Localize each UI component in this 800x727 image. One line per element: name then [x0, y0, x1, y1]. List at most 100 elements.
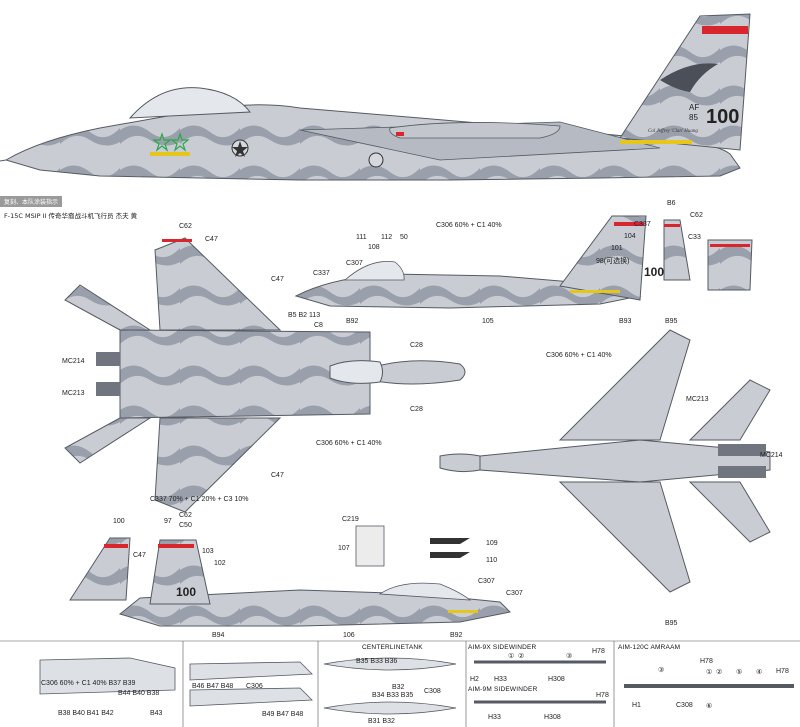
p4-h33-b: H33: [488, 714, 501, 721]
callout-mc214-right: MC214: [760, 452, 783, 459]
callout-108: 108: [368, 244, 380, 251]
callout-b92-a: B92: [346, 318, 359, 325]
callout-c33: C33: [688, 234, 701, 241]
callout-110: 110: [486, 557, 498, 564]
callout-c306-mix-a: C306 60% + C1 40%: [316, 440, 382, 447]
p5-c308: C308: [676, 702, 693, 709]
top-down-view: [64, 237, 466, 513]
callout-c306-mix-b: C306 60% + C1 40%: [436, 222, 502, 229]
callout-c62-b: C62: [179, 512, 192, 519]
callout-112: 112: [381, 234, 393, 241]
p4-h2: H2: [470, 676, 479, 683]
tail-year: 85: [689, 113, 698, 122]
p1-c306-line: C306 60% + C1 40% B37 B39: [41, 680, 136, 687]
p2-b46: B46 B47 B48: [192, 683, 234, 690]
p5-h1: H1: [632, 702, 641, 709]
callout-b6: B6: [667, 200, 676, 207]
p1-b-line2: B38 B40 B41 B42: [58, 710, 114, 717]
p4-h308-a: H308: [548, 676, 565, 683]
p2-c306: C306: [246, 683, 263, 690]
side-profile-lower: 100: [69, 537, 512, 627]
callout-100: 100: [113, 518, 125, 525]
callout-c28-a: C28: [410, 342, 423, 349]
callout-b95-b: B95: [665, 620, 678, 627]
callout-109: 109: [486, 540, 498, 547]
callout-c307-a: C307: [346, 260, 363, 267]
callout-98: 98(可选换): [596, 258, 630, 265]
callout-c8: C8: [314, 322, 323, 329]
callout-c47-a: C47: [205, 236, 218, 243]
section-header-strip: [0, 196, 62, 207]
callout-c62-c: C62: [690, 212, 703, 219]
p4-h33-a: H33: [494, 676, 507, 683]
svg-text:100: 100: [644, 265, 664, 279]
callout-c307-d: C307: [506, 590, 523, 597]
p2-b49: B49 B47 B48: [262, 711, 304, 718]
p5-h78-b: H78: [776, 668, 789, 675]
bottom-view: [439, 329, 771, 593]
tail-code-af: AF: [689, 103, 699, 112]
p4-n1: ①: [508, 653, 515, 660]
p4-h78-b: H78: [596, 692, 609, 699]
p4-title-a: AIM-9X SIDEWINDER: [468, 644, 537, 651]
p4-n2: ②: [518, 653, 525, 660]
svg-text:100: 100: [176, 585, 196, 599]
side-profile-large: [0, 13, 751, 181]
callout-107: 107: [338, 545, 350, 552]
callout-97: 97: [164, 518, 172, 525]
callout-c337: C337: [313, 270, 330, 277]
p3-b34: B34 B33 B35: [372, 692, 414, 699]
callout-c28-b: C28: [410, 406, 423, 413]
p5-n4: ④: [756, 669, 763, 676]
p4-h308-b: H308: [544, 714, 561, 721]
callout-c47-d: C47: [133, 552, 146, 559]
p5-h78-a: H78: [700, 658, 713, 665]
p4-h78-a: H78: [592, 648, 605, 655]
callout-c337-b: C337: [634, 221, 651, 228]
callout-50: 50: [400, 234, 408, 241]
callout-c307-c: C307: [478, 578, 495, 585]
p5-n1: ①: [706, 669, 713, 676]
small-parts: [355, 525, 470, 567]
p3-b35: B35 B33 B36: [356, 658, 398, 665]
callout-106: 106: [343, 632, 355, 639]
callout-b95-a: B95: [665, 318, 678, 325]
section-header-label: 复刻、本队涂装指示: [4, 199, 59, 206]
callout-101: 101: [611, 245, 623, 252]
p4-title-b: AIM-9M SIDEWINDER: [468, 686, 538, 693]
callout-c50: C50: [179, 522, 192, 529]
callout-c306-mix-c: C306 60% + C1 40%: [546, 352, 612, 359]
p5-title: AIM-120C AMRAAM: [618, 644, 681, 651]
callout-c62-a: C62: [179, 223, 192, 230]
callout-b94: B94: [212, 632, 225, 639]
callout-c47-b: C47: [271, 276, 284, 283]
callout-105: 105: [482, 318, 494, 325]
callout-b5: B5 B2 113: [288, 312, 321, 319]
page-subtitle: F-15C MSIP II 传奇华裔战斗机飞行员 杰夫 黄: [4, 212, 138, 220]
p3-c308: C308: [424, 688, 441, 695]
p5-n5: ⑤: [736, 669, 743, 676]
p5-n3: ③: [658, 667, 665, 674]
callout-102: 102: [214, 560, 226, 567]
callout-b92-b: B92: [450, 632, 463, 639]
p3-b32: B32: [392, 684, 405, 691]
p3-title: CENTERLINETANK: [362, 644, 423, 651]
p4-n3: ③: [566, 653, 573, 660]
callout-c337-mix: C337 70% + C1 20% + C3 10%: [150, 496, 249, 503]
callout-103: 103: [202, 548, 214, 555]
p3-b31: B31 B32: [368, 718, 395, 725]
bottom-panels: [0, 640, 800, 727]
callout-mc213-right: MC213: [686, 396, 709, 403]
callout-mc213-left: MC213: [62, 390, 85, 397]
p5-n2: ②: [716, 669, 723, 676]
callout-c219: C219: [342, 516, 359, 523]
callout-mc214-left: MC214: [62, 358, 85, 365]
callout-111: 111: [356, 234, 367, 241]
callout-b93: B93: [619, 318, 632, 325]
callout-104: 104: [624, 233, 636, 240]
callout-c47-c: C47: [271, 472, 284, 479]
tail-number: 100: [706, 106, 739, 128]
p5-n6: ⑥: [706, 703, 713, 710]
side-profile-small-upper: 100: [294, 215, 753, 309]
